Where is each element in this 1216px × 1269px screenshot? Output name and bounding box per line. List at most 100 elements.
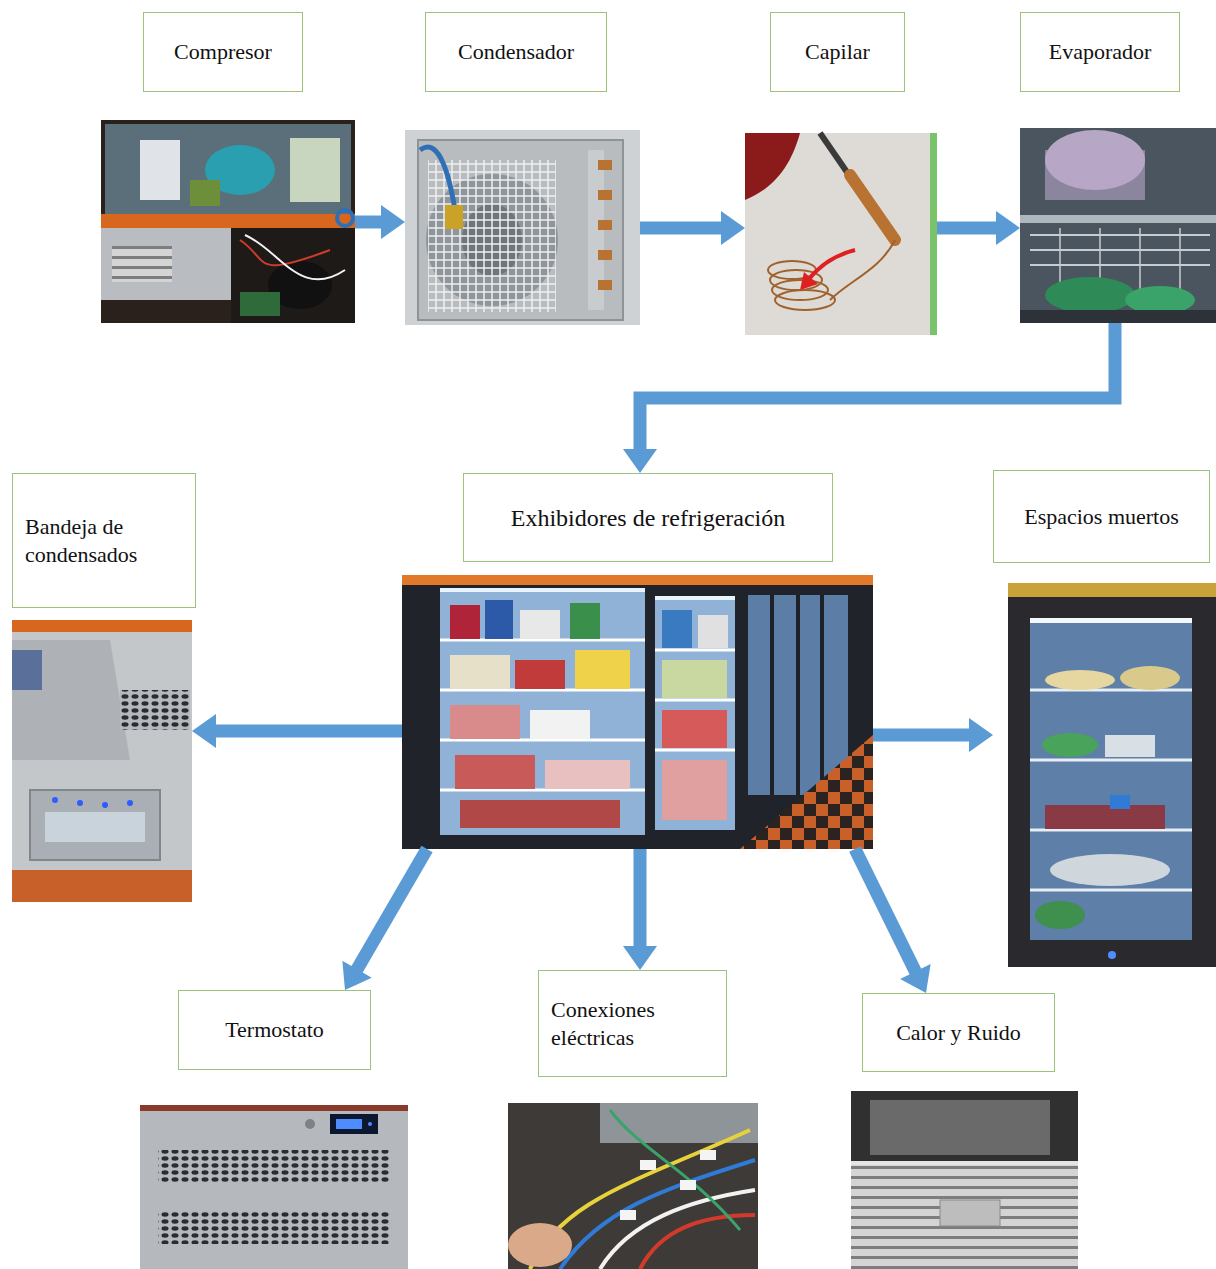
evaporator-photo [1030, 235, 1210, 265]
dead-space-photo [1120, 666, 1180, 690]
node-label: Evaporador [1049, 38, 1152, 66]
evaporator-photo [1045, 150, 1145, 200]
display-cooler-photo [662, 660, 727, 698]
compressor-photo [112, 246, 172, 282]
evaporator-photo [1045, 277, 1135, 313]
node-label: Capilar [805, 38, 870, 66]
heat-noise-photo [851, 1091, 1078, 1269]
flow-arrow [192, 714, 402, 748]
display-cooler-photo [460, 800, 620, 828]
heat-noise-photo [851, 1091, 1078, 1269]
component-node: Calor y Ruido [851, 993, 1078, 1269]
heat-noise-photo [870, 1100, 1050, 1155]
capillary-photo [850, 175, 895, 240]
display-cooler-photo [570, 603, 600, 639]
display-cooler-photo [402, 575, 873, 585]
arrow-shaft [355, 216, 385, 229]
wiring-photo [600, 1190, 755, 1269]
heat-noise-photo [940, 1200, 1000, 1226]
capillary-photo [930, 133, 937, 335]
display-cooler-photo [402, 575, 873, 849]
flow-arrow [355, 205, 405, 239]
condenser-photo [598, 220, 612, 230]
display-cooler-photo [545, 760, 630, 789]
display-cooler-photo [450, 605, 480, 639]
condenser-photo [598, 160, 612, 170]
component-node: Espacios muertos [993, 470, 1210, 967]
arrow-head [342, 961, 371, 990]
evaporator-photo [1020, 128, 1216, 323]
display-cooler-photo [740, 735, 873, 849]
dead-space-photo [1110, 795, 1130, 809]
arrow-head [721, 211, 745, 245]
compressor-photo [337, 210, 353, 226]
thermostat-photo [140, 1105, 408, 1269]
arrow-shaft [634, 849, 647, 950]
wiring-photo [680, 1180, 696, 1190]
dead-space-photo [1008, 583, 1216, 597]
dead-space-photo [1045, 805, 1165, 829]
dead-space-photo [1008, 583, 1216, 967]
dead-space-photo [1042, 733, 1098, 757]
drain-tray-photo [12, 650, 42, 690]
display-cooler-photo [515, 660, 565, 689]
flow-arrow [855, 849, 931, 993]
drain-tray-photo [102, 802, 108, 808]
display-cooler-photo [748, 595, 848, 795]
display-cooler-photo [485, 600, 513, 639]
condenser-photo [598, 280, 612, 290]
component-node: Capilar [745, 12, 937, 335]
flow-arrow [342, 849, 427, 990]
display-cooler-photo [450, 655, 510, 689]
dead-space-photo [1045, 670, 1115, 690]
display-cooler-photo [662, 710, 727, 748]
drain-tray-photo [30, 790, 160, 860]
compressor-photo [140, 140, 180, 200]
node-label: Bandeja de condensados [25, 513, 183, 568]
drain-tray-photo [12, 620, 192, 902]
dead-space-photo [1030, 618, 1192, 940]
display-cooler-photo [440, 590, 645, 835]
thermostat-photo [368, 1122, 372, 1126]
compressor-photo [101, 120, 355, 323]
arrow-shaft [937, 222, 1000, 235]
capillary-photo [830, 240, 895, 300]
label-box: Bandeja de condensados [12, 473, 196, 608]
label-box: Compresor [143, 12, 303, 92]
arrow-head [192, 714, 216, 748]
component-node: Exhibidores de refrigeración [402, 473, 873, 849]
dead-space-photo [1050, 854, 1170, 886]
compressor-photo [290, 138, 340, 202]
display-cooler-photo [662, 610, 692, 648]
dead-space-photo [1108, 951, 1116, 959]
thermostat-photo [158, 1150, 390, 1182]
display-cooler-photo [655, 598, 735, 830]
node-label: Espacios muertos [1024, 503, 1179, 531]
condenser-photo [405, 130, 640, 325]
node-label: Condensador [458, 38, 574, 66]
thermostat-photo [140, 1105, 408, 1269]
capillary-photo [808, 250, 855, 280]
label-box: Conexiones eléctricas [538, 970, 727, 1077]
drain-tray-photo [12, 620, 192, 632]
flow-arrow [873, 718, 993, 752]
condenser-photo [405, 130, 640, 325]
component-node: Condensador [405, 12, 640, 325]
heat-noise-photo [851, 1165, 1078, 1269]
arrow-head [900, 964, 930, 993]
condenser-photo [420, 147, 455, 210]
capillary-photo [745, 133, 937, 335]
drain-tray-photo [45, 812, 145, 842]
display-cooler-photo [575, 650, 630, 689]
thermostat-photo [336, 1119, 362, 1129]
display-cooler-photo [662, 760, 727, 820]
drain-tray-photo [12, 870, 192, 902]
drain-tray-photo [52, 797, 58, 803]
compressor-photo [240, 240, 330, 265]
capillary-photo [745, 133, 937, 335]
display-cooler-photo [772, 595, 822, 795]
compressor-photo [101, 120, 355, 323]
dead-space-photo [1008, 583, 1216, 967]
heat-noise-photo [851, 1091, 1078, 1161]
